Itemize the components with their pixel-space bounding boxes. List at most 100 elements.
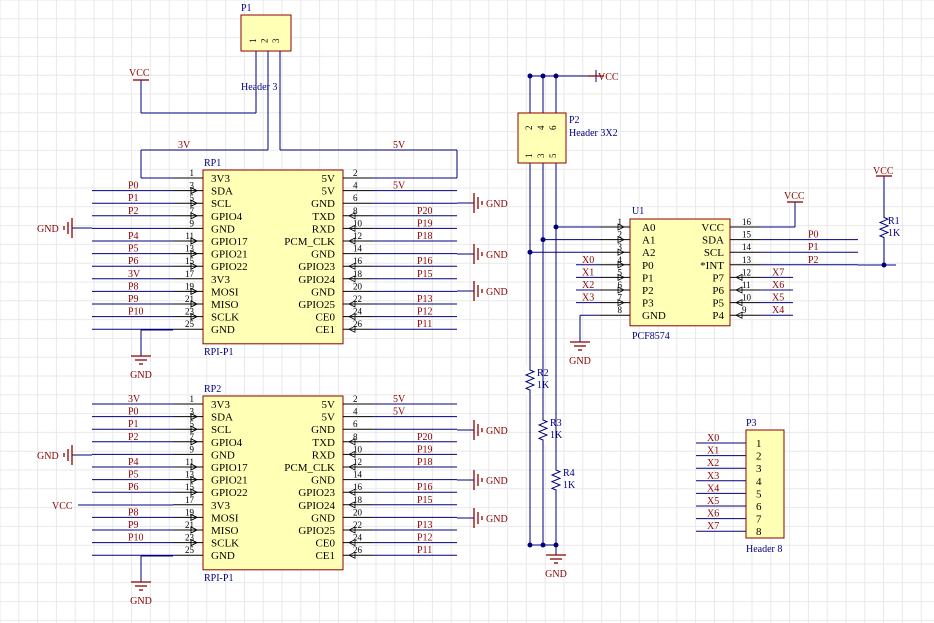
pin-name: SCL xyxy=(704,247,724,259)
net-label: X2 xyxy=(582,280,594,291)
pin-number: 8 xyxy=(618,305,623,315)
resistor-designator: R4 xyxy=(563,468,575,479)
pin-number: 15 xyxy=(185,256,195,266)
rp2-designator: RP2 xyxy=(204,384,221,395)
pin-name: TXD xyxy=(312,437,335,449)
pin-number: 24 xyxy=(353,533,363,543)
pin-arrow xyxy=(348,262,356,270)
p3-pin-number: 7 xyxy=(756,514,762,526)
net-label: P20 xyxy=(417,432,433,443)
pin-number: 9 xyxy=(742,305,747,315)
pin-number: 6 xyxy=(353,419,358,429)
net-label: X5 xyxy=(707,496,719,507)
pin-arrow xyxy=(190,488,198,496)
net-label: P6 xyxy=(128,482,139,493)
pin-name: PCM_CLK xyxy=(284,236,335,248)
net-label: P10 xyxy=(128,533,144,544)
net-label: P2 xyxy=(808,255,819,266)
net-label: P5 xyxy=(128,244,139,255)
pin-arrow xyxy=(348,300,356,308)
pin-name: GND xyxy=(211,550,235,562)
pin-arrow xyxy=(190,312,198,321)
pin-number: 9 xyxy=(190,218,195,228)
pin-name: SCLK xyxy=(211,312,239,324)
pin-arrow xyxy=(348,551,356,559)
pin-name: GND xyxy=(311,286,335,298)
rp1-body xyxy=(202,169,344,345)
p2-comment: Header 3X2 xyxy=(569,128,618,139)
net-label: P13 xyxy=(417,520,433,531)
vcc-label: VCC xyxy=(52,501,73,512)
pin-number: 14 xyxy=(742,242,752,252)
pin-arrow xyxy=(348,526,356,534)
net-label: X7 xyxy=(707,521,719,532)
pin-name: P1 xyxy=(642,272,654,284)
gnd-label: GND xyxy=(486,426,508,437)
pin-name: P2 xyxy=(642,285,654,297)
pin-number: 23 xyxy=(185,307,195,317)
p2-pin-number: 5 xyxy=(548,153,558,158)
net-label: X0 xyxy=(582,255,594,266)
pin-number: 25 xyxy=(185,319,195,329)
pin-name: SCL xyxy=(211,424,231,436)
net-label: P20 xyxy=(417,206,433,217)
p1-comment: Header 3 xyxy=(241,82,277,93)
net-label: P1 xyxy=(128,419,139,430)
pin-number: 23 xyxy=(185,533,195,543)
pin-name: GND xyxy=(311,475,335,487)
pin-arrow xyxy=(190,237,198,245)
pin-arrow xyxy=(190,212,198,220)
net-label: P19 xyxy=(417,218,433,229)
net-label: X1 xyxy=(707,446,719,457)
pin-number: 10 xyxy=(353,218,363,228)
pin-number: 17 xyxy=(185,269,195,279)
pin-arrow xyxy=(190,425,198,433)
p1-designator: P1 xyxy=(241,3,252,14)
pin-number: 1 xyxy=(618,217,623,227)
p2-pin-number: 1 xyxy=(524,154,534,159)
pin-arrow xyxy=(617,223,625,231)
p3-pin-number: 2 xyxy=(756,451,762,463)
pin-name: 5V xyxy=(322,412,336,424)
net-label: P0 xyxy=(808,230,819,241)
pin-name: PCM_CLK xyxy=(284,462,335,474)
pin-name: GPIO4 xyxy=(211,437,243,449)
u1-comment: PCF8574 xyxy=(632,331,670,342)
pin-number: 21 xyxy=(185,520,194,530)
pin-name: P3 xyxy=(642,298,654,310)
pin-number: 19 xyxy=(185,281,195,291)
gnd-label: GND xyxy=(545,569,567,580)
pin-name: GPIO21 xyxy=(211,475,248,487)
net-label: X7 xyxy=(772,267,784,278)
pin-name: GND xyxy=(311,512,335,524)
net-label: P11 xyxy=(417,545,432,556)
net-label: P13 xyxy=(417,294,433,305)
pin-name: 3V3 xyxy=(211,399,230,411)
net-label: X5 xyxy=(772,293,784,304)
p2-designator: P2 xyxy=(569,115,580,126)
rp2-body xyxy=(202,395,344,571)
pin-name: MISO xyxy=(211,299,239,311)
net-label: X3 xyxy=(582,293,594,304)
gnd-label: GND xyxy=(486,250,508,261)
pin-number: 10 xyxy=(353,444,363,454)
pin-name: GND xyxy=(642,310,666,322)
resistor-r1 xyxy=(878,215,890,240)
pin-name: GND xyxy=(311,249,335,261)
net-label: P15 xyxy=(417,495,433,506)
net-label: X1 xyxy=(582,267,594,278)
pin-arrow xyxy=(190,438,198,446)
pin-name: SCL xyxy=(211,198,231,210)
net-label: P12 xyxy=(417,533,433,544)
junction-dot xyxy=(540,542,546,548)
pin-name: GPIO22 xyxy=(211,261,248,273)
p2-pin-number: 6 xyxy=(548,125,558,130)
pin-number: 3 xyxy=(190,181,195,191)
pin-name: GPIO24 xyxy=(298,274,335,286)
p3-pin-number: 4 xyxy=(756,476,762,488)
pin-name: GPIO25 xyxy=(298,525,335,537)
junction-dot xyxy=(527,249,533,255)
gnd-label: GND xyxy=(130,596,152,607)
pin-name: MOSI xyxy=(211,286,239,298)
resistor-value: 1K xyxy=(888,228,901,239)
